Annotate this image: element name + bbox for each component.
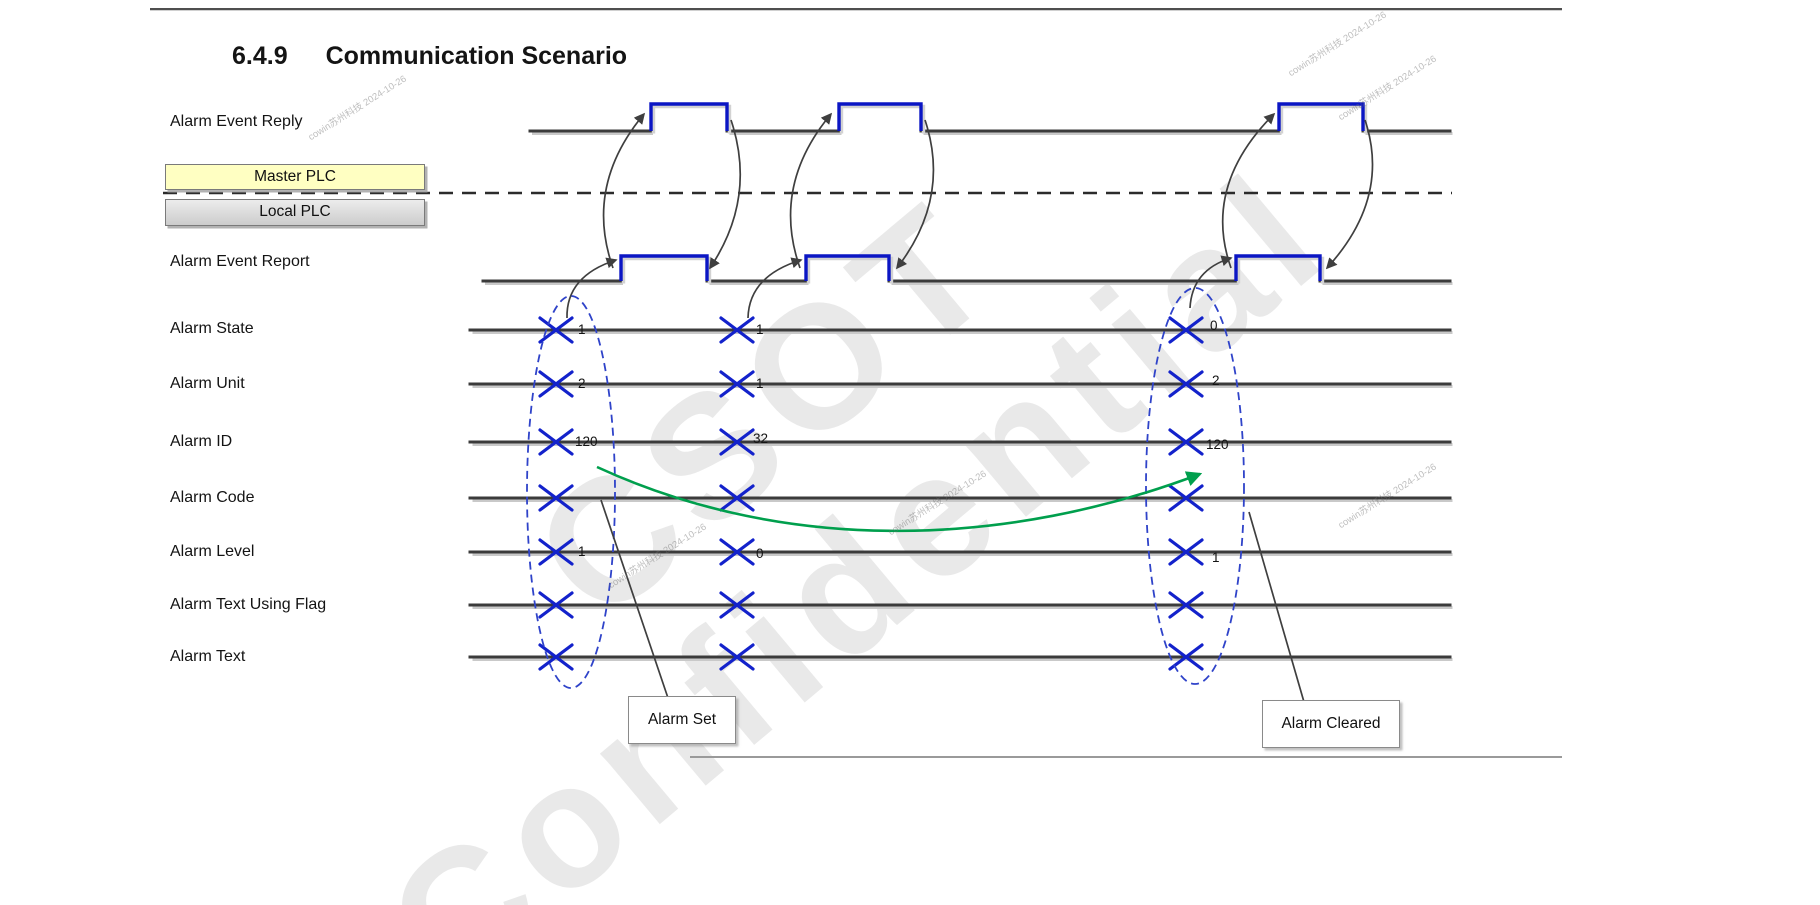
label-alarm-level: Alarm Level bbox=[170, 543, 255, 560]
alarm-id-value-2: 32 bbox=[753, 431, 769, 446]
transition-x-mark bbox=[1168, 484, 1204, 512]
alarm-level-value-3: 1 bbox=[1212, 550, 1220, 565]
transition-x-mark bbox=[719, 370, 755, 398]
transition-x-mark bbox=[538, 484, 574, 512]
master-plc-box: Master PLC bbox=[165, 164, 425, 190]
report-to-reply-arrow-2 bbox=[789, 112, 833, 269]
transition-x-mark bbox=[1168, 316, 1204, 344]
local-plc-label: Local PLC bbox=[259, 203, 331, 220]
alarm-event-report-waveform bbox=[481, 254, 1453, 285]
alarm-cleared-callout: Alarm Cleared bbox=[1262, 700, 1400, 748]
transition-x-mark bbox=[1168, 643, 1204, 671]
alarm-state-value-2: 1 bbox=[756, 322, 764, 337]
alarm-set-label: Alarm Set bbox=[647, 711, 717, 728]
alarm-cleared-ellipse bbox=[1145, 287, 1245, 685]
alarm-unit-value-3: 2 bbox=[1212, 373, 1220, 388]
section-heading-text: Communication Scenario bbox=[325, 42, 628, 70]
transition-x-mark bbox=[1168, 428, 1204, 456]
transition-x-mark bbox=[719, 428, 755, 456]
alarm-event-reply-waveform bbox=[528, 102, 1453, 135]
local-plc-box: Local PLC bbox=[165, 199, 425, 226]
transition-x-mark bbox=[719, 538, 755, 566]
alarm-level-value-1: 1 bbox=[578, 544, 586, 559]
transition-x-mark bbox=[538, 316, 574, 344]
data-to-report-arrow-3 bbox=[1189, 255, 1233, 309]
master-plc-label: Master PLC bbox=[254, 168, 336, 185]
label-alarm-text: Alarm Text bbox=[170, 648, 246, 665]
reply-pulses bbox=[649, 102, 1365, 131]
bottom-border-line bbox=[690, 756, 1562, 758]
alarm-transfer-green-arrow bbox=[596, 465, 1203, 533]
transition-x-mark bbox=[719, 484, 755, 512]
alarm-level-value-2: 0 bbox=[756, 546, 764, 561]
data-to-report-arrow-1 bbox=[566, 257, 618, 319]
alarm-state-value-3: 0 bbox=[1210, 318, 1218, 333]
label-alarm-event-reply: Alarm Event Reply bbox=[170, 113, 303, 130]
report-pulse-shadow bbox=[621, 256, 1325, 284]
label-alarm-code: Alarm Code bbox=[170, 489, 255, 506]
transition-x-mark bbox=[1168, 591, 1204, 619]
bus-signal-lines bbox=[468, 316, 1453, 671]
reply-to-report-arrow-2 bbox=[895, 119, 935, 270]
transition-x-mark bbox=[719, 643, 755, 671]
transition-x-mark bbox=[1168, 370, 1204, 398]
handshake-arrows bbox=[566, 112, 1374, 319]
section-number: 6.4.9 bbox=[232, 42, 288, 70]
alarm-cleared-label: Alarm Cleared bbox=[1281, 715, 1381, 732]
report-to-reply-arrow-3 bbox=[1221, 112, 1276, 269]
alarm-id-value-3: 120 bbox=[1206, 437, 1229, 452]
data-to-report-arrow-2 bbox=[747, 257, 803, 319]
label-alarm-event-report: Alarm Event Report bbox=[170, 253, 310, 270]
transition-x-mark bbox=[538, 591, 574, 619]
label-alarm-text-using-flag: Alarm Text Using Flag bbox=[170, 596, 327, 613]
top-border-line bbox=[150, 8, 1562, 11]
label-alarm-unit: Alarm Unit bbox=[170, 375, 245, 392]
alarm-id-value-1: 120 bbox=[575, 434, 598, 449]
transition-x-mark bbox=[538, 428, 574, 456]
transition-x-mark bbox=[719, 316, 755, 344]
transition-x-mark bbox=[719, 591, 755, 619]
report-to-reply-arrow-1 bbox=[602, 112, 646, 269]
reply-to-report-arrow-3 bbox=[1325, 119, 1374, 270]
transition-x-mark bbox=[538, 643, 574, 671]
alarm-cleared-leader-line bbox=[1248, 511, 1305, 703]
report-pulses bbox=[619, 254, 1322, 281]
reply-to-report-arrow-1 bbox=[709, 119, 742, 270]
transition-x-mark bbox=[1168, 538, 1204, 566]
transition-x-mark bbox=[538, 370, 574, 398]
alarm-state-value-1: 1 bbox=[578, 322, 586, 337]
label-alarm-id: Alarm ID bbox=[170, 433, 233, 450]
alarm-unit-value-2: 1 bbox=[756, 376, 764, 391]
alarm-unit-value-1: 2 bbox=[578, 376, 586, 391]
alarm-set-callout: Alarm Set bbox=[628, 696, 736, 744]
alarm-set-leader-line bbox=[600, 499, 669, 699]
section-title: 6.4.9 Communication Scenario bbox=[232, 42, 627, 71]
label-alarm-state: Alarm State bbox=[170, 320, 254, 337]
transition-x-mark bbox=[538, 538, 574, 566]
alarm-set-ellipse bbox=[526, 295, 616, 689]
